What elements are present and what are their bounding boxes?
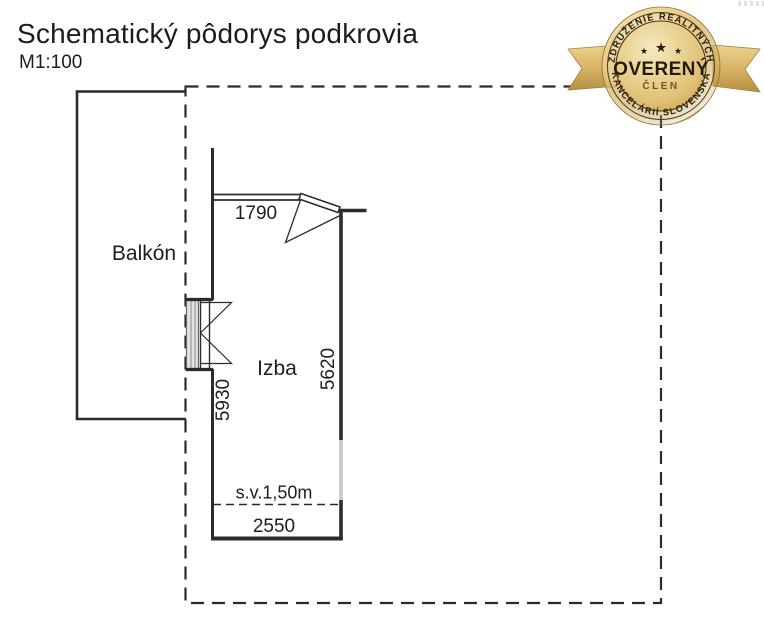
attic-dashed-outline: [184, 85, 663, 605]
page-title: Schematický pôdorys podkrovia: [17, 18, 419, 49]
badge-ring-outer: [607, 12, 715, 120]
balcony-outline: [75, 90, 186, 421]
certification-badge: ZDRUŽENIE REALITNÝCH KANCELÁRIÍ SLOVENSK…: [564, 4, 764, 128]
dimension-top: 1790: [234, 203, 278, 224]
balcony-label: Balkón: [111, 242, 177, 265]
badge-subtitle: ČLEN: [642, 79, 679, 92]
door-swing: [284, 199, 341, 244]
badge-star-center-icon: ★: [655, 40, 667, 55]
dimension-left: 5930: [213, 378, 234, 422]
door-leaf: [298, 192, 341, 214]
room-label: Izba: [257, 357, 297, 380]
scale-label: M1:100: [19, 52, 83, 73]
dimension-right: 5620: [318, 347, 339, 391]
window-glazing: [185, 299, 200, 370]
ceiling-height-label: s.v.1,50m: [235, 482, 313, 503]
badge-title: OVERENÝ: [613, 58, 709, 80]
badge-graphic: ZDRUŽENIE REALITNÝCH KANCELÁRIÍ SLOVENSK…: [567, 6, 761, 126]
dimension-bottom: 2550: [252, 516, 296, 537]
badge-star-right-icon: ★: [674, 46, 682, 56]
window-opening-symbol: [199, 301, 233, 365]
corner-artifact: [738, 1, 764, 6]
badge-ring-inner: [615, 20, 707, 112]
badge-star-left-icon: ★: [640, 46, 648, 56]
